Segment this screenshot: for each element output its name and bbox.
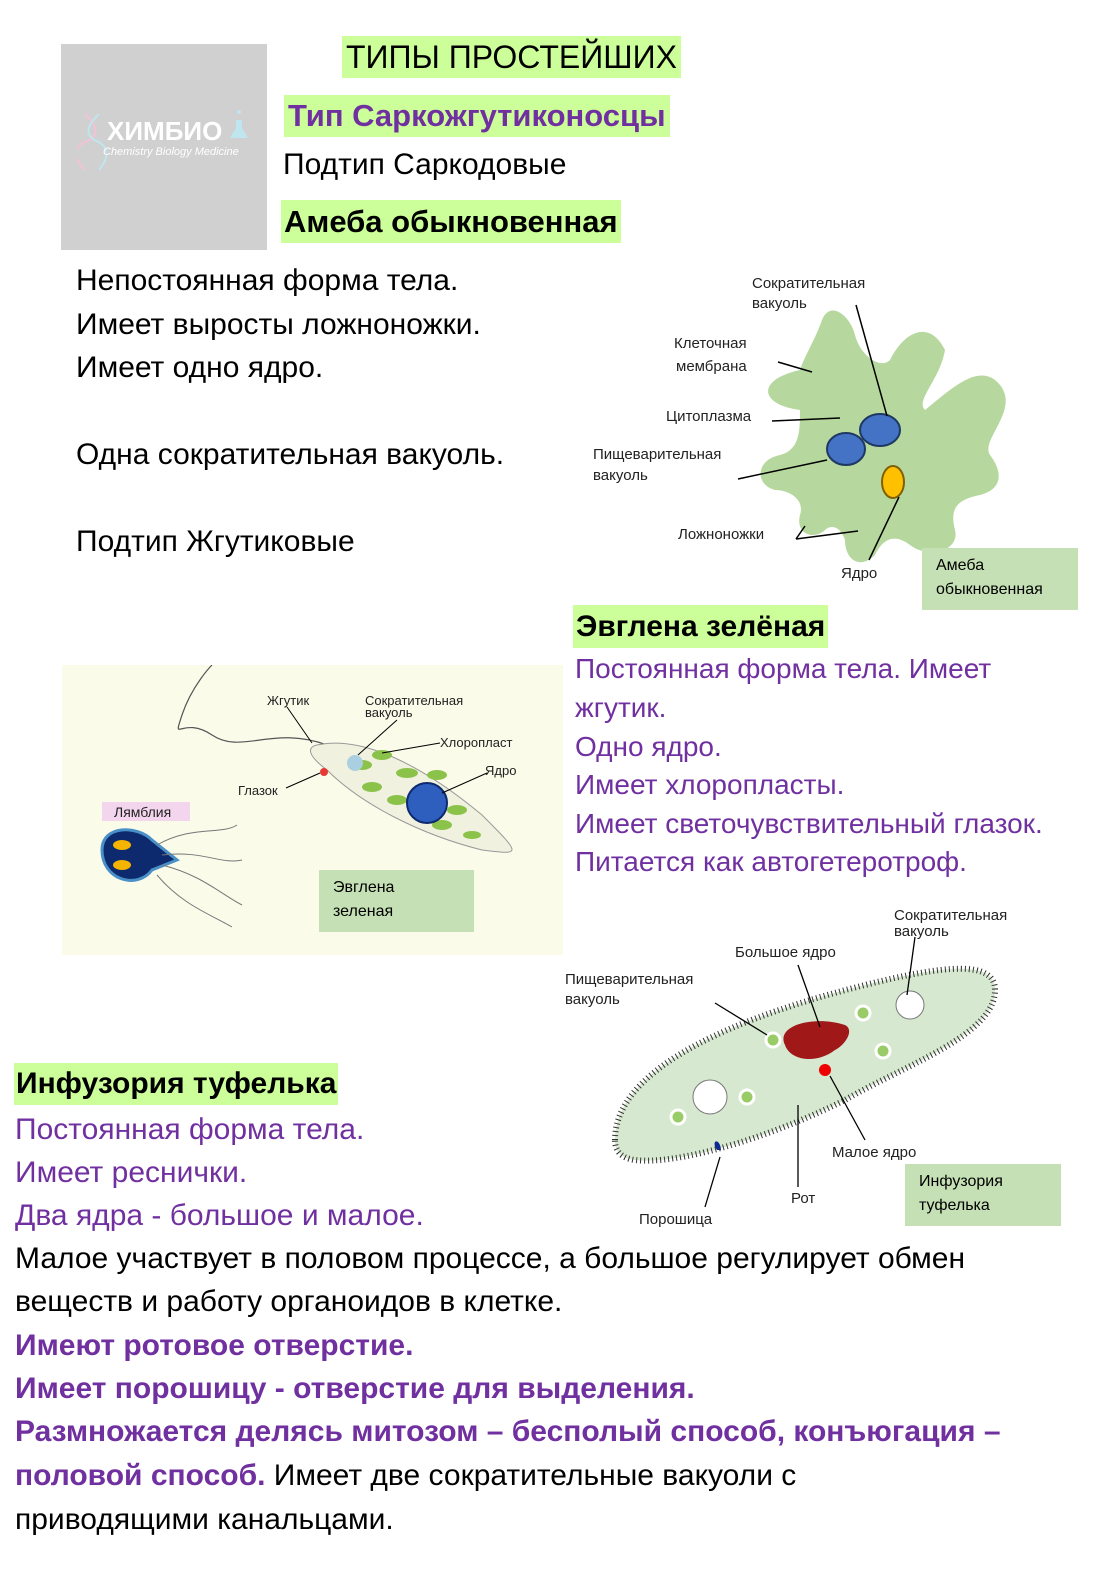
label-eyespot: Глазок: [238, 783, 278, 798]
flask-icon: [230, 110, 248, 138]
caption-line: туфелька: [919, 1197, 990, 1214]
caption-line: обыкновенная: [936, 581, 1043, 598]
paramecium-line: половой способ. Имеет две сократительные…: [15, 1459, 796, 1493]
logo-name: ХИМБИО: [107, 116, 223, 146]
micronucleus: [819, 1064, 831, 1076]
label-anal-pore: Порошица: [639, 1211, 713, 1228]
contractile-vacuole: [347, 755, 363, 771]
anal-pore: [714, 1141, 721, 1150]
caption-line: Амеба: [936, 557, 985, 574]
paramecium-diagram: Сократительная вакуоль Большое ядро Пище…: [565, 907, 1007, 1228]
nucleus: [406, 782, 448, 824]
label-contractile: вакуоль: [752, 295, 807, 312]
giardia-drawing: [100, 824, 243, 928]
euglena-line: Одно ядро.: [575, 731, 722, 762]
paramecium-line: Два ядра - большое и малое.: [15, 1199, 424, 1232]
caption-line: Эвглена: [333, 879, 395, 896]
mixed-regular: Имеет две сократительные вакуоли с: [265, 1459, 797, 1492]
subtype-sarcodina: Подтип Саркодовые: [283, 148, 567, 181]
euglena-heading: Эвглена зелёная: [573, 605, 829, 648]
amoeba-line: Имеет выросты ложноножки.: [76, 308, 481, 341]
euglena-caption: Эвглена зеленая: [319, 870, 474, 932]
caption-line: зеленая: [333, 903, 394, 920]
label-cytoplasm: Цитоплазма: [666, 408, 752, 425]
paramecium-line: Имеет реснички.: [15, 1156, 248, 1189]
label-contractile: вакуоль: [365, 705, 413, 720]
label-micronucleus: Малое ядро: [832, 1144, 916, 1161]
paramecium-caption: Инфузория туфелька: [905, 1164, 1061, 1226]
euglena-line: Постоянная форма тела. Имеет: [575, 653, 992, 684]
paramecium-line: Постоянная форма тела.: [15, 1113, 365, 1146]
euglena-line: Имеет светочувствительный глазок.: [575, 808, 1043, 839]
paramecium-line: приводящими канальцами.: [15, 1503, 394, 1536]
nucleus: [881, 465, 905, 499]
amoeba-line: Имеет одно ядро.: [76, 351, 324, 384]
macronucleus: [783, 1021, 850, 1060]
page-title: ТИПЫ ПРОСТЕЙШИХ: [342, 36, 681, 78]
amoeba-line: Одна сократительная вакуоль.: [76, 438, 505, 471]
paramecium-line: Малое участвует в половом процессе, а бо…: [15, 1242, 966, 1275]
digestive-vacuole: [826, 432, 866, 466]
label-macronucleus: Большое ядро: [735, 944, 836, 961]
logo-tagline: Chemistry Biology Medicine: [103, 146, 239, 158]
label-digestive: Пищеварительная: [565, 971, 693, 988]
paramecium-line: Размножается делясь митозом – бесполый с…: [15, 1415, 1001, 1448]
amoeba-caption: Амеба обыкновенная: [922, 548, 1078, 610]
eyespot: [320, 768, 328, 776]
paramecium-line: Имеет порошицу - отверстие для выделения…: [15, 1372, 695, 1405]
type-heading: Тип Саркожгутиконосцы: [284, 95, 670, 137]
label-nucleus: Ядро: [841, 565, 877, 582]
paramecium-body: [611, 965, 999, 1164]
label-membrane: Клеточная: [674, 335, 747, 352]
euglena-line: жгутик.: [575, 692, 667, 723]
amoeba-heading: Амеба обыкновенная: [281, 200, 621, 243]
label-contractile: Сократительная: [894, 907, 1007, 924]
label-nucleus: Ядро: [485, 763, 516, 778]
label-chloroplast: Хлоропласт: [440, 735, 512, 750]
amoeba-line: Непостоянная форма тела.: [76, 264, 459, 297]
logo: ХИМБИО Chemistry Biology Medicine: [61, 44, 267, 250]
subtype-flagellates: Подтип Жгутиковые: [76, 525, 355, 558]
caption-line: Инфузория: [919, 1173, 1003, 1190]
paramecium-line: Имеют ротовое отверстие.: [15, 1329, 414, 1362]
amoeba-diagram: Сократительная вакуоль Клеточная мембран…: [593, 275, 1006, 582]
label-digestive: вакуоль: [565, 991, 620, 1008]
label-mouth: Рот: [791, 1190, 815, 1207]
flagellum: [177, 665, 328, 746]
label-digestive: Пищеварительная: [593, 446, 721, 463]
euglena-line: Имеет хлоропласты.: [575, 769, 845, 800]
label-giardia: Лямблия: [114, 804, 171, 820]
label-flagellum: Жгутик: [267, 693, 309, 708]
label-contractile: Сократительная: [752, 275, 865, 292]
label-contractile: Сократительная: [365, 693, 463, 708]
paramecium-line: веществ и работу органоидов в клетке.: [15, 1285, 563, 1318]
contractile-vacuoles: [692, 990, 925, 1115]
paramecium-heading: Инфузория туфелька: [14, 1063, 339, 1105]
label-digestive: вакуоль: [593, 467, 648, 484]
dna-icon: [77, 113, 107, 171]
mixed-bold: половой способ.: [15, 1459, 266, 1492]
euglena-line: Питается как автогетеротроф.: [575, 846, 967, 877]
label-pseudopods: Ложноножки: [678, 526, 764, 543]
euglena-diagram: Жгутик Сократительная вакуоль Хлоропласт…: [62, 665, 563, 955]
contractile-vacuole: [859, 413, 901, 447]
label-membrane: мембрана: [676, 358, 747, 375]
label-contractile: вакуоль: [894, 923, 949, 940]
